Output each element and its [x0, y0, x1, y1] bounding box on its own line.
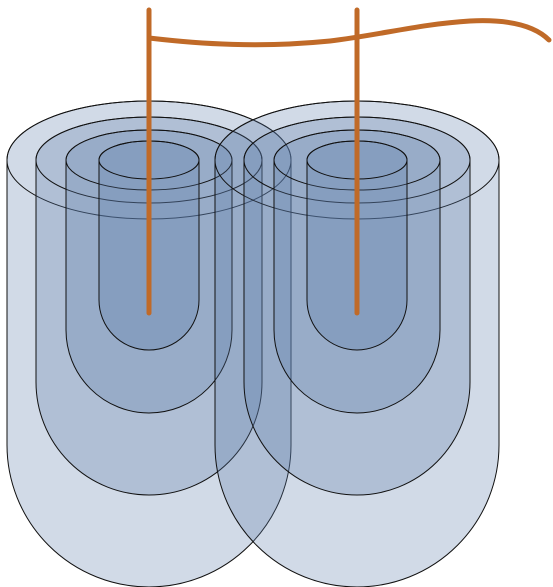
connecting-wire [146, 18, 552, 48]
electrodes-group [146, 7, 552, 316]
columns-group [6, 100, 500, 587]
